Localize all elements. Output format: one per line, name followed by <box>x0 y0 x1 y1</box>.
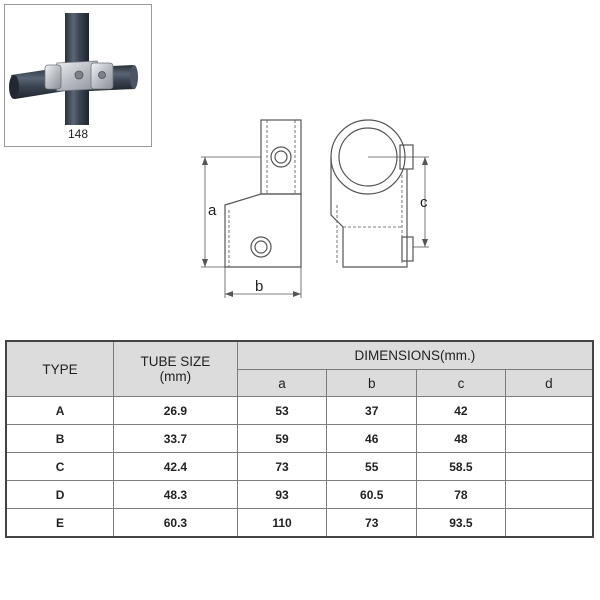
column-header-c: c <box>416 369 506 397</box>
dimension-c-label: c <box>420 194 428 211</box>
table-row: B 33.7 59 46 48 <box>5 424 594 453</box>
tube-size-header: TUBE SIZE (mm) <box>113 340 238 397</box>
table-row: D 48.3 93 60.5 78 <box>5 480 594 509</box>
tube-size-header-line2: (mm) <box>159 369 192 384</box>
table-row: A 26.9 53 37 42 <box>5 396 594 425</box>
dimension-d-cell <box>504 396 594 425</box>
dimension-d-cell <box>504 452 594 481</box>
dimension-a-cell: 110 <box>236 508 328 538</box>
tube-size-cell: 42.4 <box>113 452 238 481</box>
type-cell: A <box>5 396 115 425</box>
column-header-d: d <box>504 369 594 397</box>
dimension-d-cell <box>504 424 594 453</box>
tube-size-cell: 60.3 <box>113 508 238 538</box>
dimension-b-cell: 73 <box>326 508 418 538</box>
dimension-c-cell: 93.5 <box>416 508 506 538</box>
type-cell: E <box>5 508 115 538</box>
type-header: TYPE <box>5 340 115 397</box>
column-header-b: b <box>326 369 418 397</box>
product-photo <box>9 13 138 125</box>
type-cell: C <box>5 452 115 481</box>
type-cell: B <box>5 424 115 453</box>
tube-size-cell: 48.3 <box>113 480 238 509</box>
table-row: E 60.3 110 73 93.5 <box>5 508 594 538</box>
tube-size-header-line1: TUBE SIZE <box>140 354 211 369</box>
type-cell: D <box>5 480 115 509</box>
dimension-b-cell: 46 <box>326 424 418 453</box>
dimension-c-cell: 78 <box>416 480 506 509</box>
dimensions-table: TYPE TUBE SIZE (mm) DIMENSIONS(mm.) a b … <box>5 340 594 538</box>
dimension-a-label: a <box>208 202 217 219</box>
dimension-c-cell: 58.5 <box>416 452 506 481</box>
table-row: C 42.4 73 55 58.5 <box>5 452 594 481</box>
product-photo-card: 148 <box>4 4 152 147</box>
product-code: 148 <box>67 127 89 141</box>
tube-size-cell: 26.9 <box>113 396 238 425</box>
dimension-b-cell: 60.5 <box>326 480 418 509</box>
dimension-b-cell: 37 <box>326 396 418 425</box>
dimension-d-cell <box>504 480 594 509</box>
dimension-c-cell: 42 <box>416 396 506 425</box>
dimensions-header: DIMENSIONS(mm.) <box>236 340 594 370</box>
dimension-b-cell: 55 <box>326 452 418 481</box>
technical-drawing: a b c <box>201 119 429 298</box>
tube-size-cell: 33.7 <box>113 424 238 453</box>
dimension-a-cell: 93 <box>236 480 328 509</box>
dimension-a-cell: 73 <box>236 452 328 481</box>
dimension-c-cell: 48 <box>416 424 506 453</box>
column-header-a: a <box>236 369 328 397</box>
dimension-a-cell: 59 <box>236 424 328 453</box>
dimension-a-cell: 53 <box>236 396 328 425</box>
dimension-d-cell <box>504 508 594 538</box>
dimension-b-label: b <box>255 278 263 295</box>
